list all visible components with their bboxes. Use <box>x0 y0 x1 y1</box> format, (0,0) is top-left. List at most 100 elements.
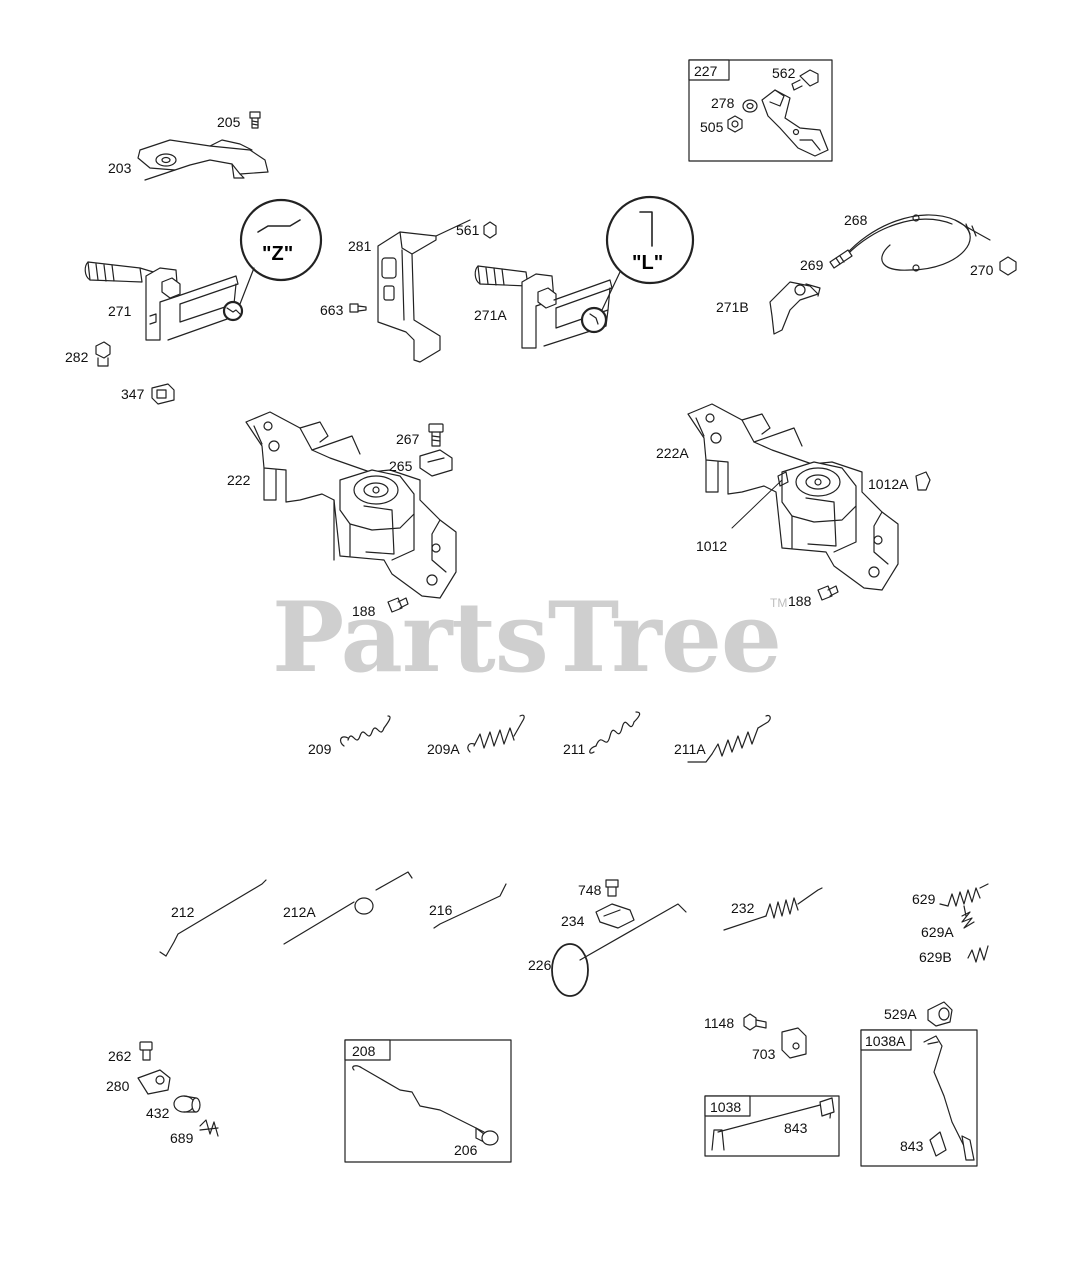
box-208 <box>344 1039 512 1163</box>
part-278-washer <box>742 99 758 113</box>
part-227-lever <box>761 89 829 157</box>
part-262-bolt <box>139 1041 153 1061</box>
callout-1012A: 1012A <box>868 476 909 492</box>
callout-271: 271 <box>108 303 132 319</box>
part-211A-spring <box>687 714 771 763</box>
callout-203: 203 <box>108 160 132 176</box>
part-188-bolt-left <box>387 597 409 613</box>
part-843-cap-b <box>819 1097 835 1117</box>
box-227-label: 227 <box>694 63 718 79</box>
part-271B-lever <box>769 281 821 335</box>
part-1012A-fitting <box>915 471 931 491</box>
callout-282: 282 <box>65 349 89 365</box>
callout-505: 505 <box>700 119 724 135</box>
part-663-screw <box>349 303 367 313</box>
callout-262: 262 <box>108 1048 132 1064</box>
callout-212A: 212A <box>283 904 316 920</box>
callout-269: 269 <box>800 257 824 273</box>
callout-209A: 209A <box>427 741 460 757</box>
part-271A-control-lever <box>474 265 613 349</box>
part-269-ferrule <box>829 249 853 269</box>
part-212A-link <box>283 871 413 945</box>
trademark-mark: TM <box>770 596 788 610</box>
callout-268: 268 <box>844 212 868 228</box>
detail-circle-l-label: "L" <box>632 252 664 274</box>
part-234-clip <box>595 903 635 929</box>
callout-188-left: 188 <box>352 603 376 619</box>
callout-267: 267 <box>396 431 420 447</box>
box-1038-label: 1038 <box>710 1099 742 1115</box>
callout-561: 561 <box>456 222 480 238</box>
callout-271A: 271A <box>474 307 507 323</box>
part-216-link <box>433 883 507 929</box>
part-209A-spring <box>467 714 525 753</box>
part-347-clip <box>151 383 175 405</box>
callout-1012: 1012 <box>696 538 728 554</box>
callout-529A: 529A <box>884 1006 917 1022</box>
part-211-spring <box>589 711 641 754</box>
part-432-bushing <box>173 1095 201 1113</box>
callout-689: 689 <box>170 1130 194 1146</box>
part-629-spring <box>939 883 989 907</box>
callout-211: 211 <box>563 741 586 757</box>
callout-278: 278 <box>711 95 735 111</box>
part-629A-spring <box>961 905 975 929</box>
callout-347: 347 <box>121 386 145 402</box>
box-1038A-label: 1038A <box>865 1033 906 1049</box>
callout-843-1038A: 843 <box>900 1138 924 1154</box>
callout-281: 281 <box>348 238 372 254</box>
detail-circle-z-label: "Z" <box>262 243 294 265</box>
callout-271B: 271B <box>716 299 749 315</box>
part-505-nut <box>727 115 743 133</box>
part-561-nut <box>483 221 497 239</box>
part-265-clip <box>419 449 453 477</box>
part-205-bolt <box>249 111 261 129</box>
box-1038A <box>860 1029 978 1167</box>
part-562-bolt <box>791 69 819 91</box>
part-188-bolt-right <box>817 585 839 601</box>
box-208-label: 208 <box>352 1043 376 1059</box>
detail-circle-l <box>580 195 695 334</box>
part-1148-bolt <box>743 1013 767 1031</box>
callout-280: 280 <box>106 1078 130 1094</box>
callout-209: 209 <box>308 741 332 757</box>
callout-843-1038: 843 <box>784 1120 808 1136</box>
callout-212: 212 <box>171 904 195 920</box>
part-222-control-bracket <box>245 411 457 599</box>
callout-629B: 629B <box>919 949 952 965</box>
callout-663: 663 <box>320 302 344 318</box>
callout-222A: 222A <box>656 445 689 461</box>
detail-circle-z <box>222 198 323 322</box>
callout-748: 748 <box>578 882 602 898</box>
callout-265: 265 <box>389 458 413 474</box>
callout-216: 216 <box>429 902 453 918</box>
callout-205: 205 <box>217 114 241 130</box>
part-843-cap-a <box>929 1131 975 1161</box>
part-529A-cap <box>927 1001 953 1027</box>
part-232-spring <box>723 887 823 931</box>
part-203-throttle-bracket <box>137 139 269 181</box>
part-282-bolt <box>95 341 111 367</box>
part-703-clip <box>781 1027 807 1059</box>
callout-1148: 1148 <box>704 1015 735 1031</box>
callout-226: 226 <box>528 957 552 973</box>
callout-629: 629 <box>912 891 936 907</box>
callout-232: 232 <box>731 900 755 916</box>
part-281-control-bracket <box>377 219 471 363</box>
part-748-screw <box>605 879 619 897</box>
part-208-link <box>352 1065 485 1133</box>
part-270-nut <box>999 256 1017 276</box>
part-271-control-lever <box>84 261 239 341</box>
part-209-spring <box>339 715 391 747</box>
callout-629A: 629A <box>921 924 954 940</box>
parts-tree-watermark: PartsTree <box>272 581 782 694</box>
callout-206: 206 <box>454 1142 478 1158</box>
part-206-screw <box>475 1127 499 1146</box>
part-1038A-link <box>923 1035 969 1155</box>
part-222A-control-bracket <box>687 403 899 591</box>
part-268-cable <box>842 214 991 272</box>
callout-562: 562 <box>772 65 796 81</box>
callout-703: 703 <box>752 1046 776 1062</box>
